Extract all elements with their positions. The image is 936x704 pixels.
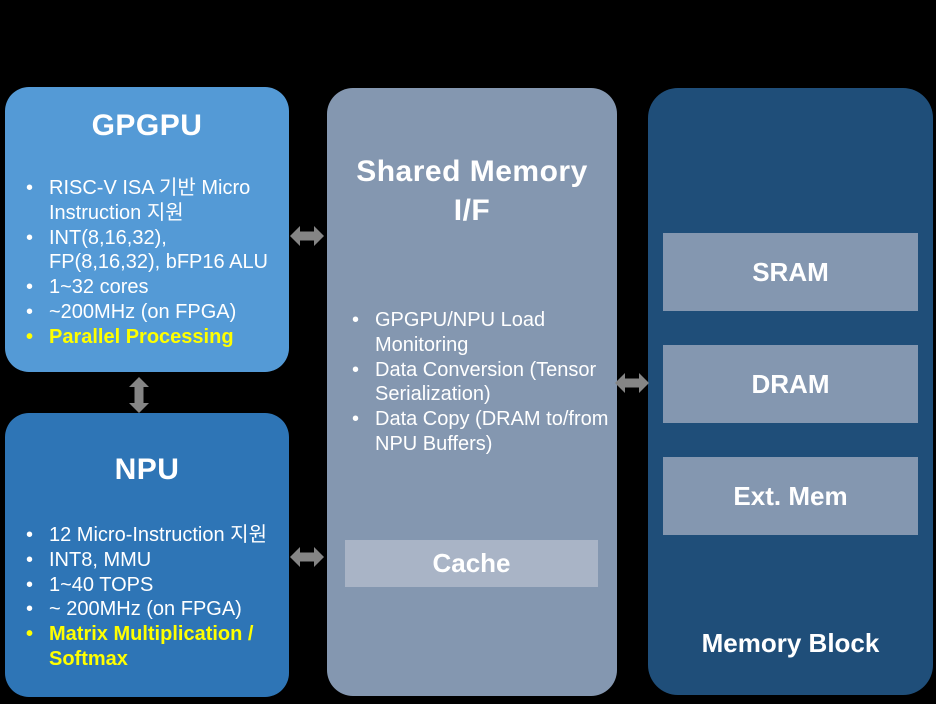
- memory-chip: DRAM: [663, 345, 918, 423]
- gpgpu-npu-arrow-icon: [128, 377, 150, 413]
- shared-memory-block-arrow-icon: [615, 372, 649, 394]
- npu-shared-arrow-icon: [290, 546, 324, 568]
- shared-memory-title: Shared Memory I/F: [356, 155, 588, 227]
- memory-chip: Ext. Mem: [663, 457, 918, 535]
- shared-memory-bullet: Data Conversion (Tensor Serialization): [345, 358, 609, 408]
- npu-bullet: Matrix Multiplication / Softmax: [19, 622, 281, 672]
- gpgpu-block: GPGPU RISC-V ISA 기반 Micro Instruction 지원…: [5, 87, 289, 372]
- gpgpu-shared-arrow-icon: [290, 225, 324, 247]
- gpgpu-bullet-list: RISC-V ISA 기반 Micro Instruction 지원INT(8,…: [5, 176, 289, 350]
- npu-title: NPU: [114, 453, 180, 486]
- memory-block: SRAM DRAM Ext. Mem Memory Block: [648, 88, 933, 695]
- npu-bullet-list: 12 Micro-Instruction 지원INT8, MMU1~40 TOP…: [5, 523, 289, 672]
- gpgpu-bullet: 1~32 cores: [19, 275, 281, 300]
- shared-memory-bullet: GPGPU/NPU Load Monitoring: [345, 308, 609, 358]
- npu-bullet: ~ 200MHz (on FPGA): [19, 597, 281, 622]
- gpgpu-title: GPGPU: [91, 109, 203, 142]
- shared-memory-bullet: Data Copy (DRAM to/from NPU Buffers): [345, 407, 609, 457]
- memory-chip-stack: SRAM DRAM Ext. Mem: [663, 233, 918, 535]
- memory-block-label: Memory Block: [701, 628, 880, 658]
- memory-chip: SRAM: [663, 233, 918, 311]
- gpgpu-bullet: INT(8,16,32), FP(8,16,32), bFP16 ALU: [19, 226, 281, 276]
- gpgpu-bullet: ~200MHz (on FPGA): [19, 300, 281, 325]
- gpgpu-bullet: Parallel Processing: [19, 325, 281, 350]
- npu-bullet: INT8, MMU: [19, 548, 281, 573]
- gpgpu-bullet: RISC-V ISA 기반 Micro Instruction 지원: [19, 176, 281, 226]
- npu-bullet: 1~40 TOPS: [19, 573, 281, 598]
- cache-box: Cache: [345, 540, 598, 587]
- npu-bullet: 12 Micro-Instruction 지원: [19, 523, 281, 548]
- npu-block: NPU 12 Micro-Instruction 지원INT8, MMU1~40…: [5, 413, 289, 697]
- shared-memory-bullet-list: GPGPU/NPU Load MonitoringData Conversion…: [327, 308, 617, 457]
- shared-memory-block: Shared Memory I/F GPGPU/NPU Load Monitor…: [327, 88, 617, 696]
